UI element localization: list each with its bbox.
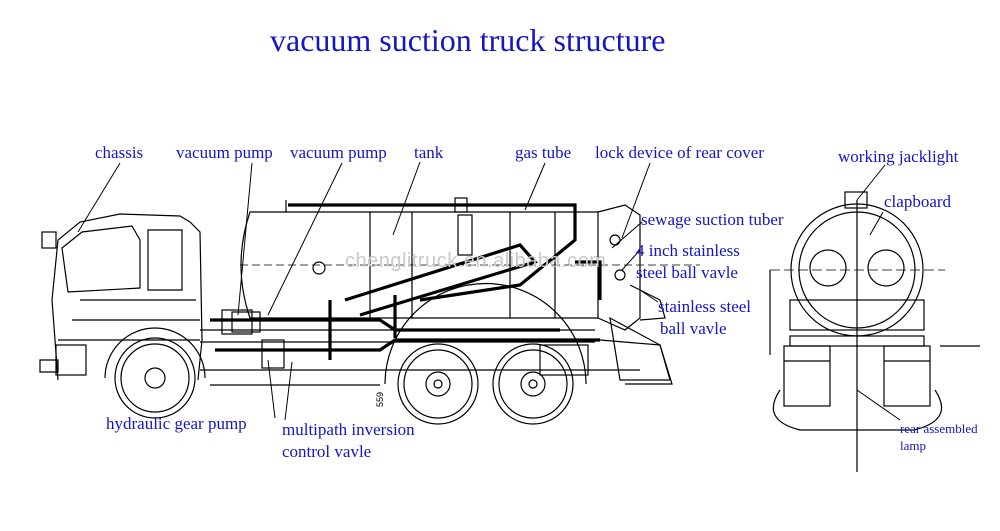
label-rear-lamp-line2: lamp [900,438,926,453]
label-sewage-suction-tuber: sewage suction tuber [641,210,784,229]
diagram-title: vacuum suction truck structure [270,22,666,58]
watermark: chenglitruck.en.alibaba.com [345,250,607,272]
dimension-text: 559 [375,392,385,407]
label-clapboard: clapboard [884,192,952,211]
rear-cover [597,204,673,385]
label-tank: tank [414,143,444,162]
label-vacuum-pump-2: vacuum pump [290,143,387,162]
chassis-frame [200,329,640,386]
rear-wheel-1 [397,343,479,425]
label-stainless-ball-valve-line1: stainless steel [658,297,752,316]
label-stainless-ball-valve-line2: ball vavle [660,319,727,338]
truck-cab [39,213,203,381]
label-multipath-line2: control vavle [282,442,372,461]
front-wheel [104,327,206,419]
vacuum-pump [221,309,285,369]
label-4inch-ball-valve-line2: steel ball vavle [636,263,738,282]
label-working-jacklight: working jacklight [838,147,959,166]
label-4inch-ball-valve-line1: 4 inch stainless [636,241,740,260]
label-rear-lamp-line1: rear assembled [900,421,978,436]
label-gas-tube: gas tube [515,143,572,162]
piping [210,203,602,360]
leader-lines [77,161,901,421]
label-lock-device: lock device of rear cover [595,143,764,162]
rear-wheel-2 [492,343,574,425]
label-chassis: chassis [95,143,144,162]
rear-view [769,191,980,472]
label-multipath-line1: multipath inversion [282,420,415,439]
label-vacuum-pump-1: vacuum pump [176,143,273,162]
label-hydraulic-gear-pump: hydraulic gear pump [106,414,247,433]
